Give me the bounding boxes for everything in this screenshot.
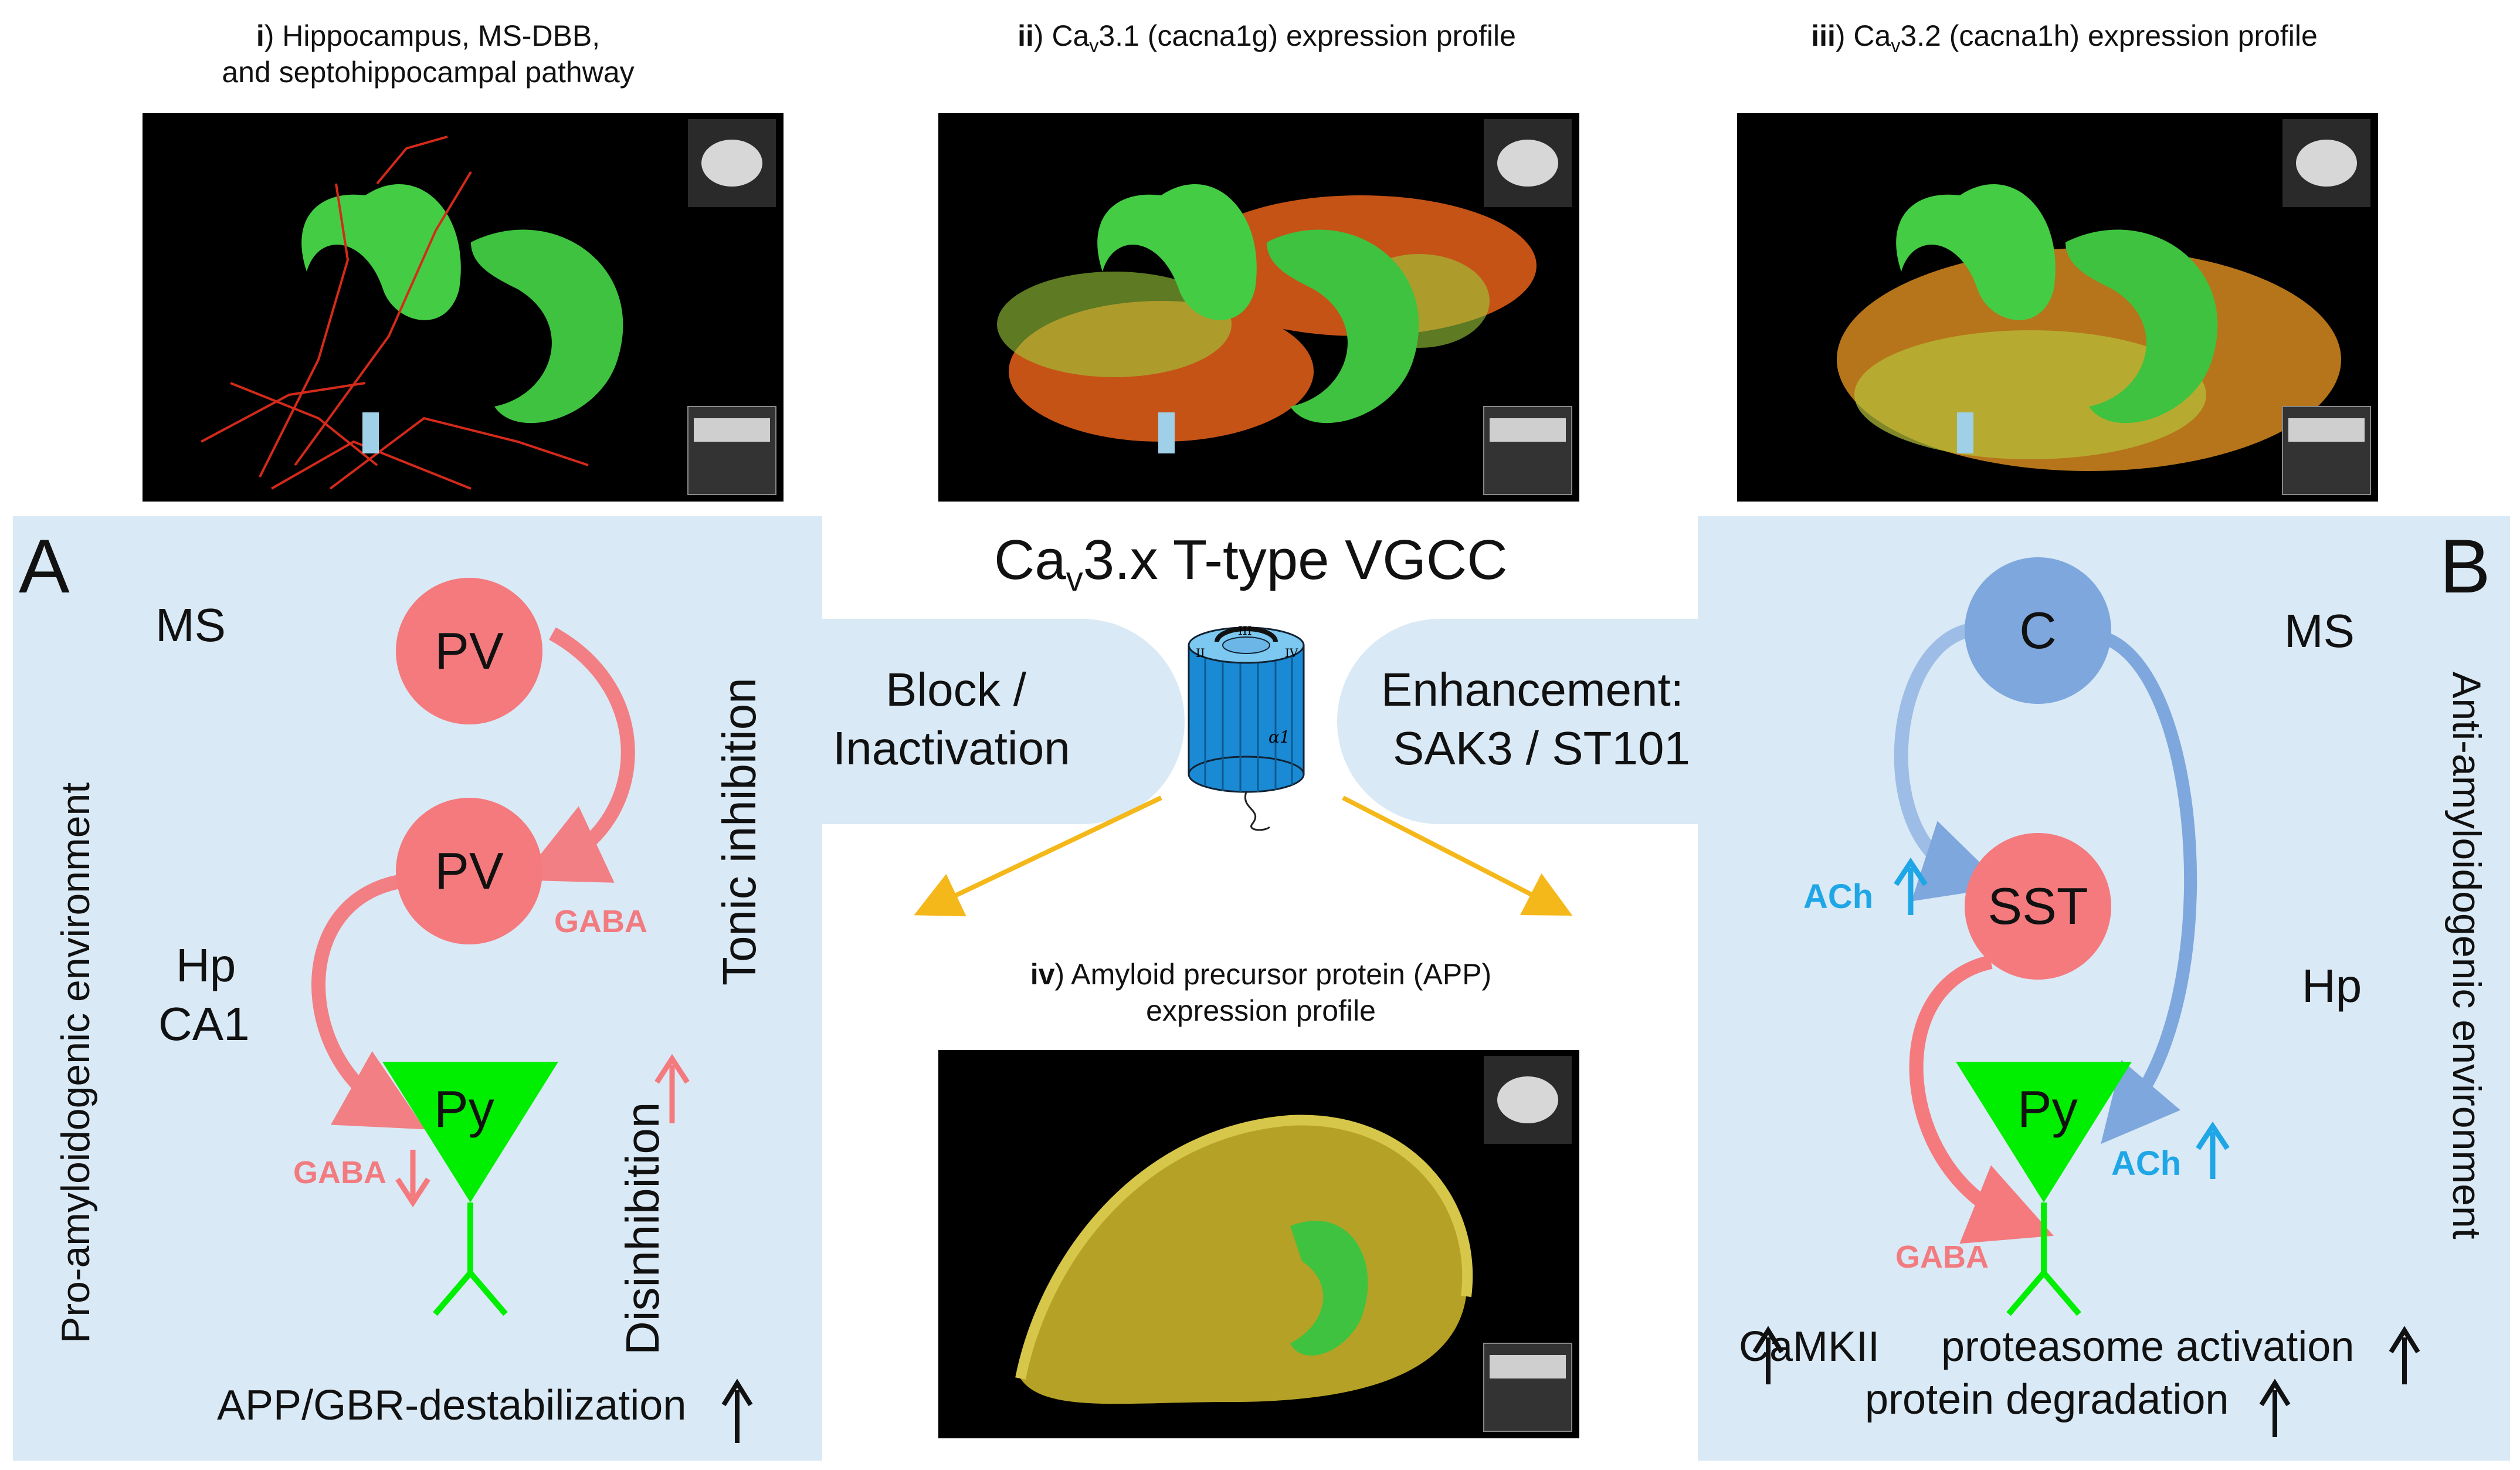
channel-label-iii: III [1238,624,1252,638]
brain-image-hippocampus [143,113,784,502]
brain-image-cav31 [938,113,1579,502]
center-arrows [914,795,1573,917]
panel-a-hp: Hp [176,939,236,991]
panel-a-letter: A [19,523,70,609]
panel-b-c-node: C [1965,557,2111,704]
panel-b-ach-left: ACh [1803,878,1874,916]
panel-a-pv-top: PV [396,578,542,724]
center-block-band [821,619,1185,824]
panel-b-ms: MS [2284,605,2355,657]
panel-b-hp: Hp [2302,960,2362,1012]
panel-b-gaba: GABA [1895,1239,1989,1275]
sak3-st101-label: SAK3 / ST101 [1393,722,1690,774]
panel-a-pv-mid: PV [396,798,542,944]
block-label: Block / [885,663,1027,716]
center-title: Cav3.x T-type VGCC [994,529,1508,599]
panel-a-py: Py [434,1080,494,1138]
channel-label-ii: II [1196,646,1205,660]
channel-label-iv: IV [1285,646,1298,660]
panel-a-gaba-up: GABA [554,904,647,939]
panel-a-ca1: CA1 [158,998,250,1050]
brain-image-cav32 [1737,113,2378,502]
panel-b-py: Py [2017,1080,2078,1138]
channel-icon: II III IV α1 [1176,622,1317,833]
panel-b-ach-right: ACh [2111,1144,2182,1183]
brain-image-app [938,1050,1579,1438]
channel-label-alpha1: α1 [1269,727,1290,747]
panel-b-camkii: CaMKII [1739,1323,1880,1370]
caption-i: i) Hippocampus, MS-DBB, and septohippoca… [222,19,635,89]
center-enhance-band [1337,619,1701,824]
panel-a-connections [311,627,753,1443]
panel-b-background [1698,516,2510,1461]
panel-b-proteasome: proteasome activation [1941,1323,2355,1370]
inactivation-label: Inactivation [833,722,1070,774]
panel-b-environment: Anti-amyloidogenic environment [2444,672,2489,1239]
caption-iv: iv) Amyloid precursor protein (APP) expr… [1030,958,1492,1027]
panel-a-tonic-inhibition: Tonic inhibition [713,678,765,985]
panel-b-letter: B [2440,523,2491,609]
panel-a-ms: MS [155,599,226,651]
panel-a-app-destabilization: APP/GBR-destabilization [217,1382,687,1429]
caption-iii: iii) Cav3.2 (cacna1h) expression profile [1811,19,2318,56]
enhancement-label: Enhancement: [1381,663,1684,716]
panel-a-gaba-down: GABA [293,1155,386,1190]
panel-a-environment: Pro-amyloidogenic environment [53,782,98,1343]
panel-a-disinhibition: Disinhibition [616,1102,669,1355]
panel-b-degradation: protein degradation [1865,1376,2229,1423]
panel-b-sst-node: SST [1965,833,2111,980]
caption-ii: ii) Cav3.1 (cacna1g) expression profile [1018,19,1516,56]
panel-b-connections [1752,624,2420,1437]
